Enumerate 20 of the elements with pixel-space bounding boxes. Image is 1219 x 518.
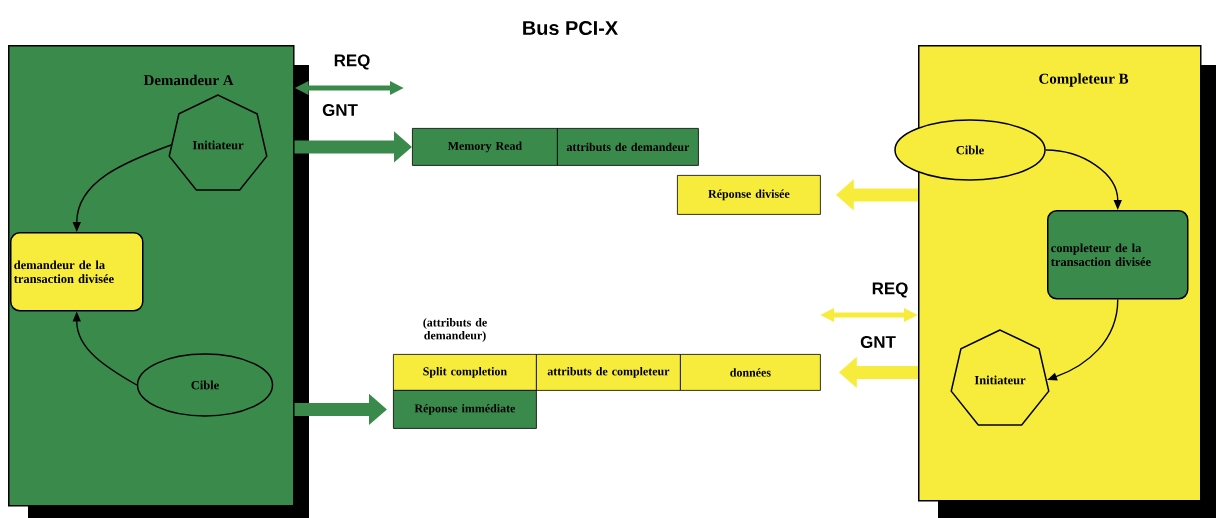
- signal-label: GNT: [322, 104, 358, 116]
- ellipse-node: Cible: [136, 353, 274, 417]
- box-heading: Completeur B: [1039, 73, 1129, 87]
- box-heading: Demandeur A: [143, 74, 234, 86]
- side-note: (attributs de demandeur): [423, 318, 487, 342]
- heptagon-node: Initiateur: [950, 329, 1050, 426]
- title: Bus PCI-X: [523, 20, 618, 36]
- packet-field: attributs de completeur: [536, 354, 681, 391]
- packet-field: Réponse divisée: [677, 175, 821, 215]
- rounded-box: completeur de la transaction divisée: [1047, 210, 1189, 300]
- rounded-box: demandeur de la transaction divisée: [10, 232, 144, 312]
- ellipse-node: Cible: [894, 119, 1046, 181]
- packet-field: Split completion: [393, 354, 537, 391]
- packet-field: données: [680, 354, 821, 391]
- packet-field: Réponse immédiate: [393, 390, 537, 429]
- packet-field: attributs de demandeur: [557, 128, 699, 166]
- signal-label: REQ: [334, 54, 370, 70]
- heptagon-node: Initiateur: [168, 94, 268, 191]
- signal-label: REQ: [872, 282, 908, 298]
- signal-label: GNT: [860, 336, 896, 348]
